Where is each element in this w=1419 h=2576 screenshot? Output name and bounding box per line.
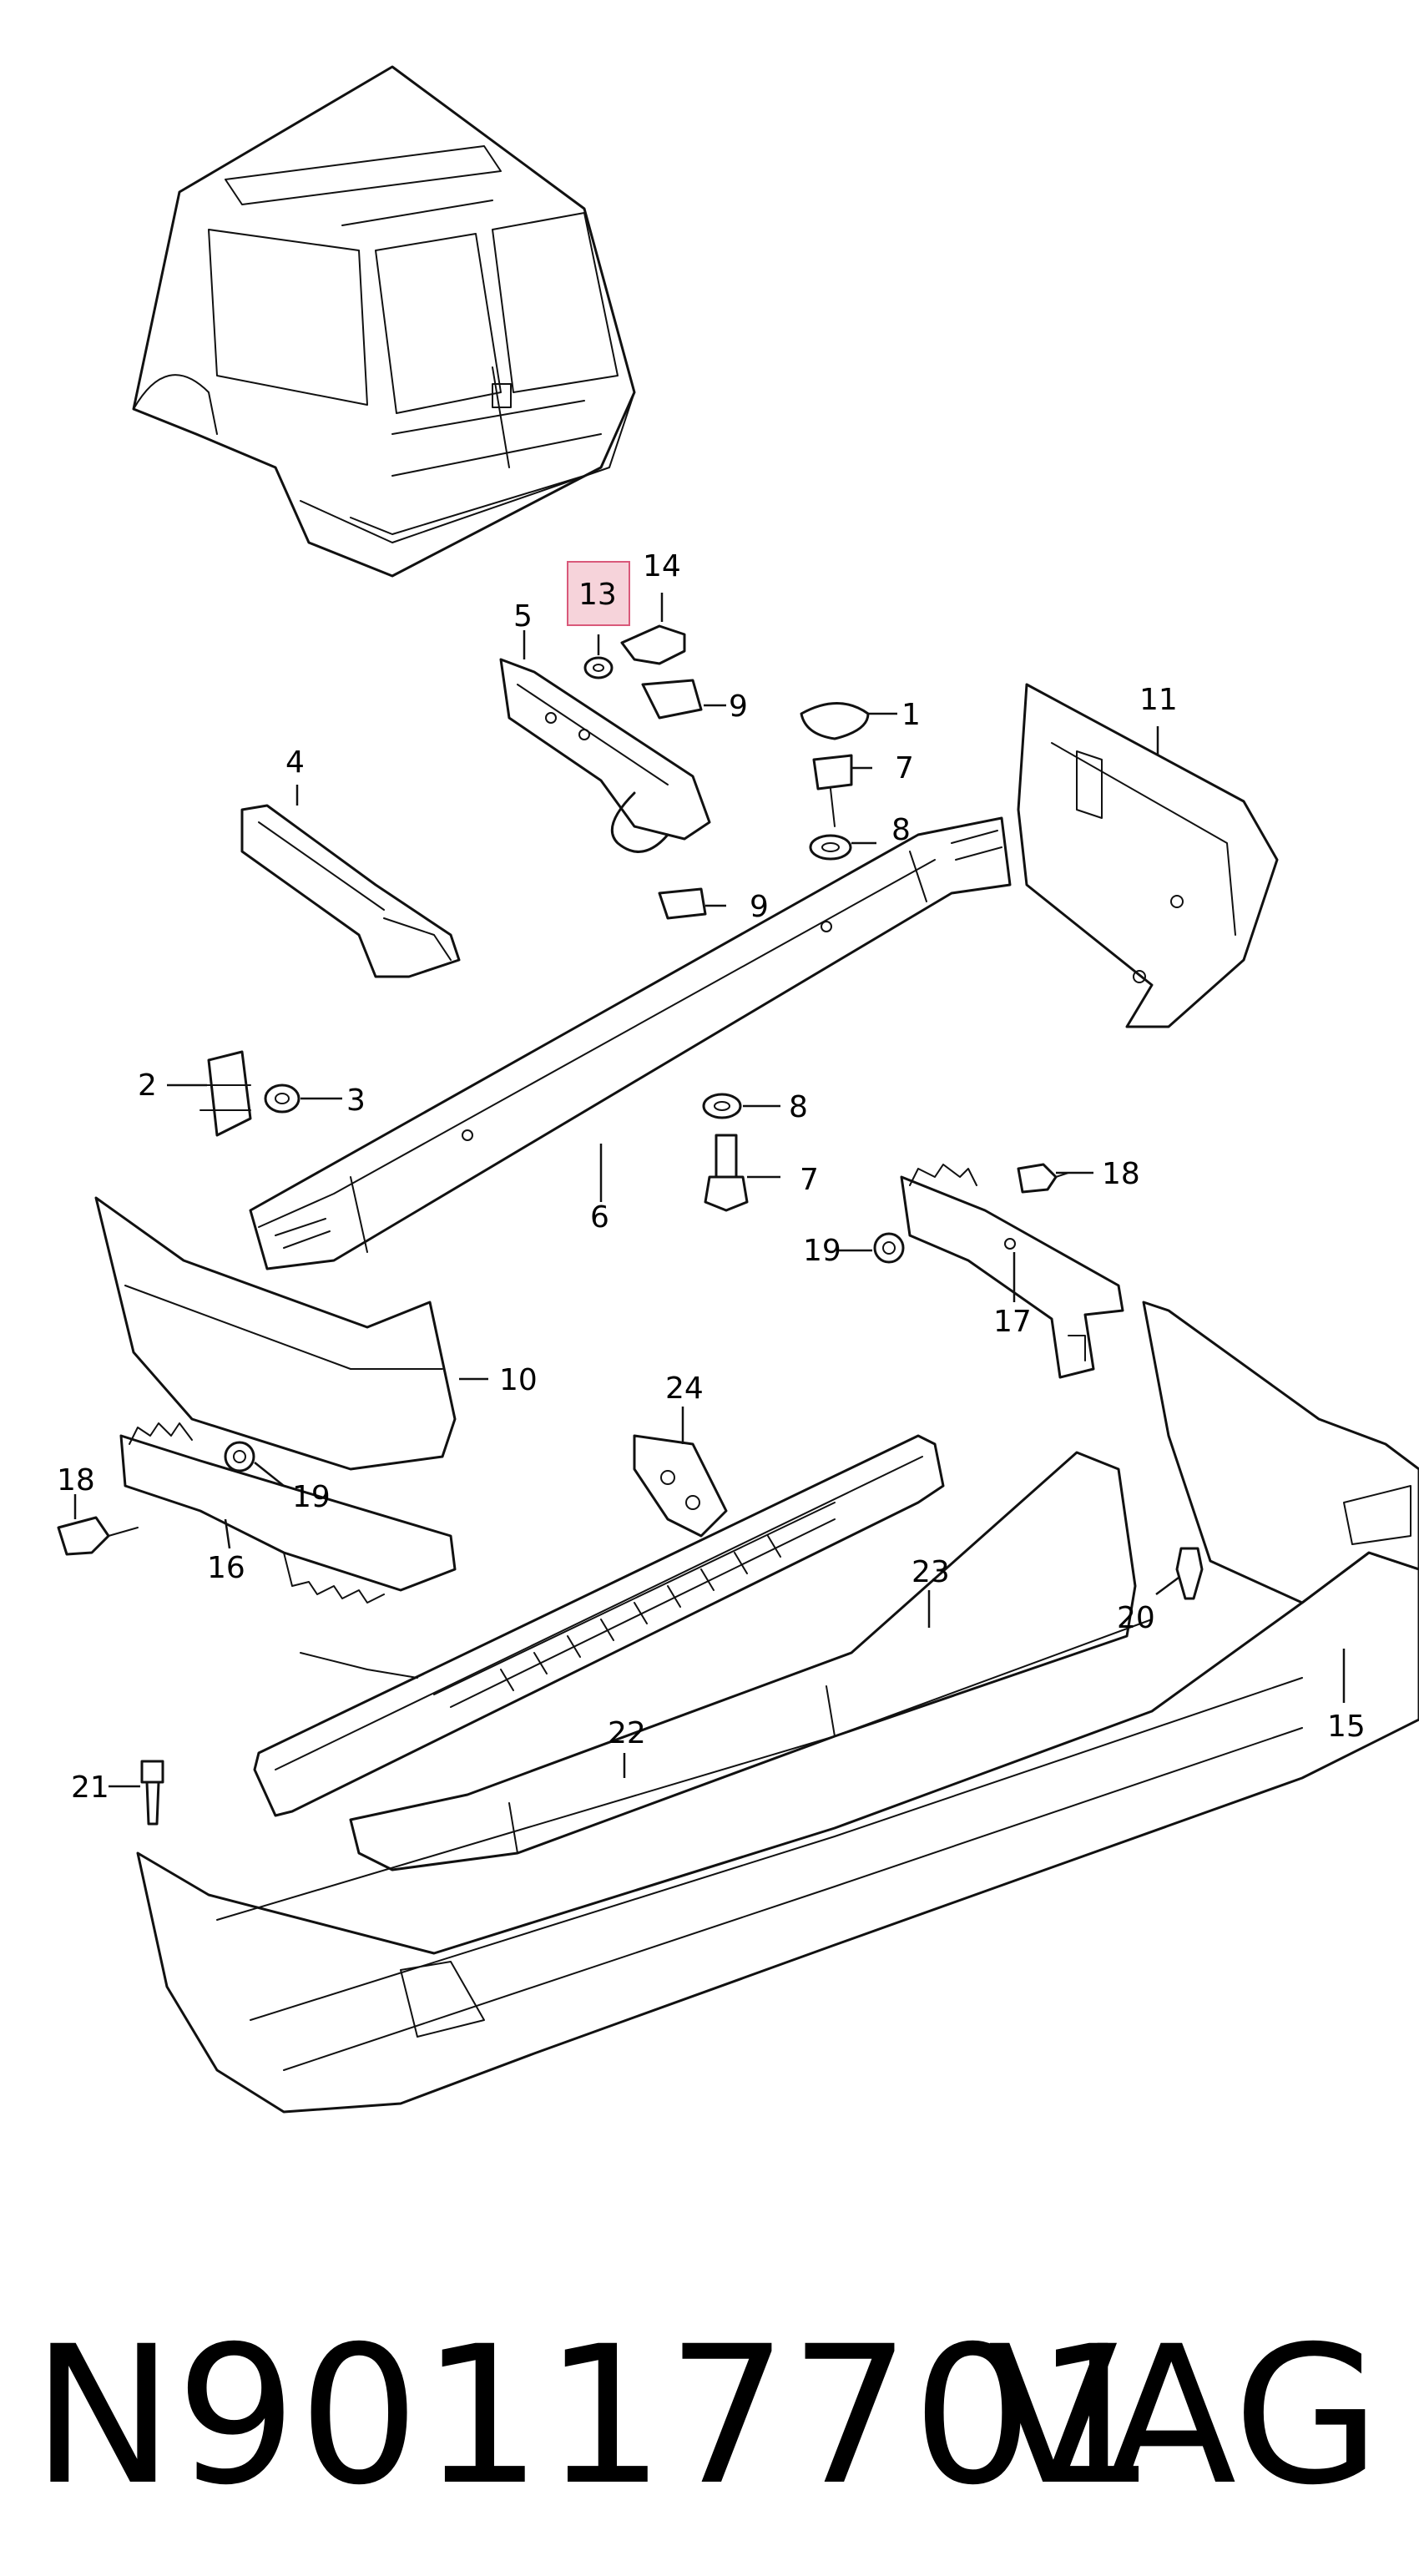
- callout-4: 4: [285, 745, 305, 780]
- callout-20: 20: [1117, 1601, 1155, 1635]
- callout-14: 14: [643, 549, 681, 583]
- brand-name: VAG: [987, 2305, 1381, 2527]
- part-4-bracket: [240, 804, 461, 978]
- part-18-19-right: [873, 1163, 1069, 1264]
- callout-18b: 18: [57, 1463, 95, 1498]
- callout-8b: 8: [789, 1090, 808, 1124]
- callout-3: 3: [346, 1083, 366, 1118]
- part-10-corner-cap: [94, 1196, 457, 1471]
- callout-10: 10: [499, 1363, 538, 1397]
- part-2-3-fasteners: [199, 1050, 300, 1137]
- callout-24: 24: [665, 1371, 704, 1406]
- callout-6: 6: [590, 1200, 609, 1235]
- callout-labels: 1 2 3 4 5 6 7 7 8 8 9 9 10 11 13 14 15 1…: [57, 549, 1366, 1805]
- fastener-group-top: [583, 624, 870, 920]
- part-16-bracket: [57, 1422, 457, 1604]
- callout-7b: 7: [800, 1163, 819, 1197]
- callout-19a: 19: [803, 1234, 841, 1268]
- part-number: N90117701: [32, 2305, 1159, 2527]
- callout-7a: 7: [895, 751, 914, 785]
- part-15-bumper: [136, 1301, 1419, 2114]
- exploded-parts-diagram: 1 2 3 4 5 6 7 7 8 8 9 9 10 11 13 14 15 1…: [57, 65, 1419, 2114]
- part-23-cover: [349, 1451, 1137, 1871]
- callout-19b: 19: [292, 1480, 331, 1514]
- callout-18a: 18: [1102, 1157, 1140, 1191]
- part-22-24-trim: [253, 1434, 945, 1817]
- part-7-8-lower: [702, 1093, 749, 1212]
- van-illustration: [132, 65, 636, 578]
- callout-21: 21: [71, 1770, 109, 1805]
- callout-1: 1: [901, 698, 921, 732]
- part-5-bracket: [499, 658, 711, 853]
- callout-16: 16: [207, 1551, 245, 1585]
- callout-9b: 9: [750, 890, 769, 924]
- callout-13-highlight: [567, 561, 630, 626]
- callout-17: 17: [993, 1305, 1032, 1339]
- callout-15: 15: [1327, 1710, 1366, 1744]
- part-17-bracket: [900, 1164, 1124, 1379]
- callout-8a: 8: [891, 813, 911, 847]
- callout-5: 5: [513, 599, 533, 634]
- callout-13: 13: [578, 578, 617, 612]
- part-6-crossmember: [249, 816, 1012, 1270]
- part-20-21-screws: [140, 1547, 1204, 1826]
- part-11-corner-cap: [1017, 683, 1279, 1028]
- callout-9a: 9: [729, 689, 748, 724]
- callout-2: 2: [138, 1068, 157, 1103]
- leader-lines: [73, 593, 1346, 1788]
- callout-11: 11: [1139, 683, 1178, 717]
- callout-22: 22: [608, 1716, 646, 1750]
- callout-23: 23: [911, 1555, 950, 1589]
